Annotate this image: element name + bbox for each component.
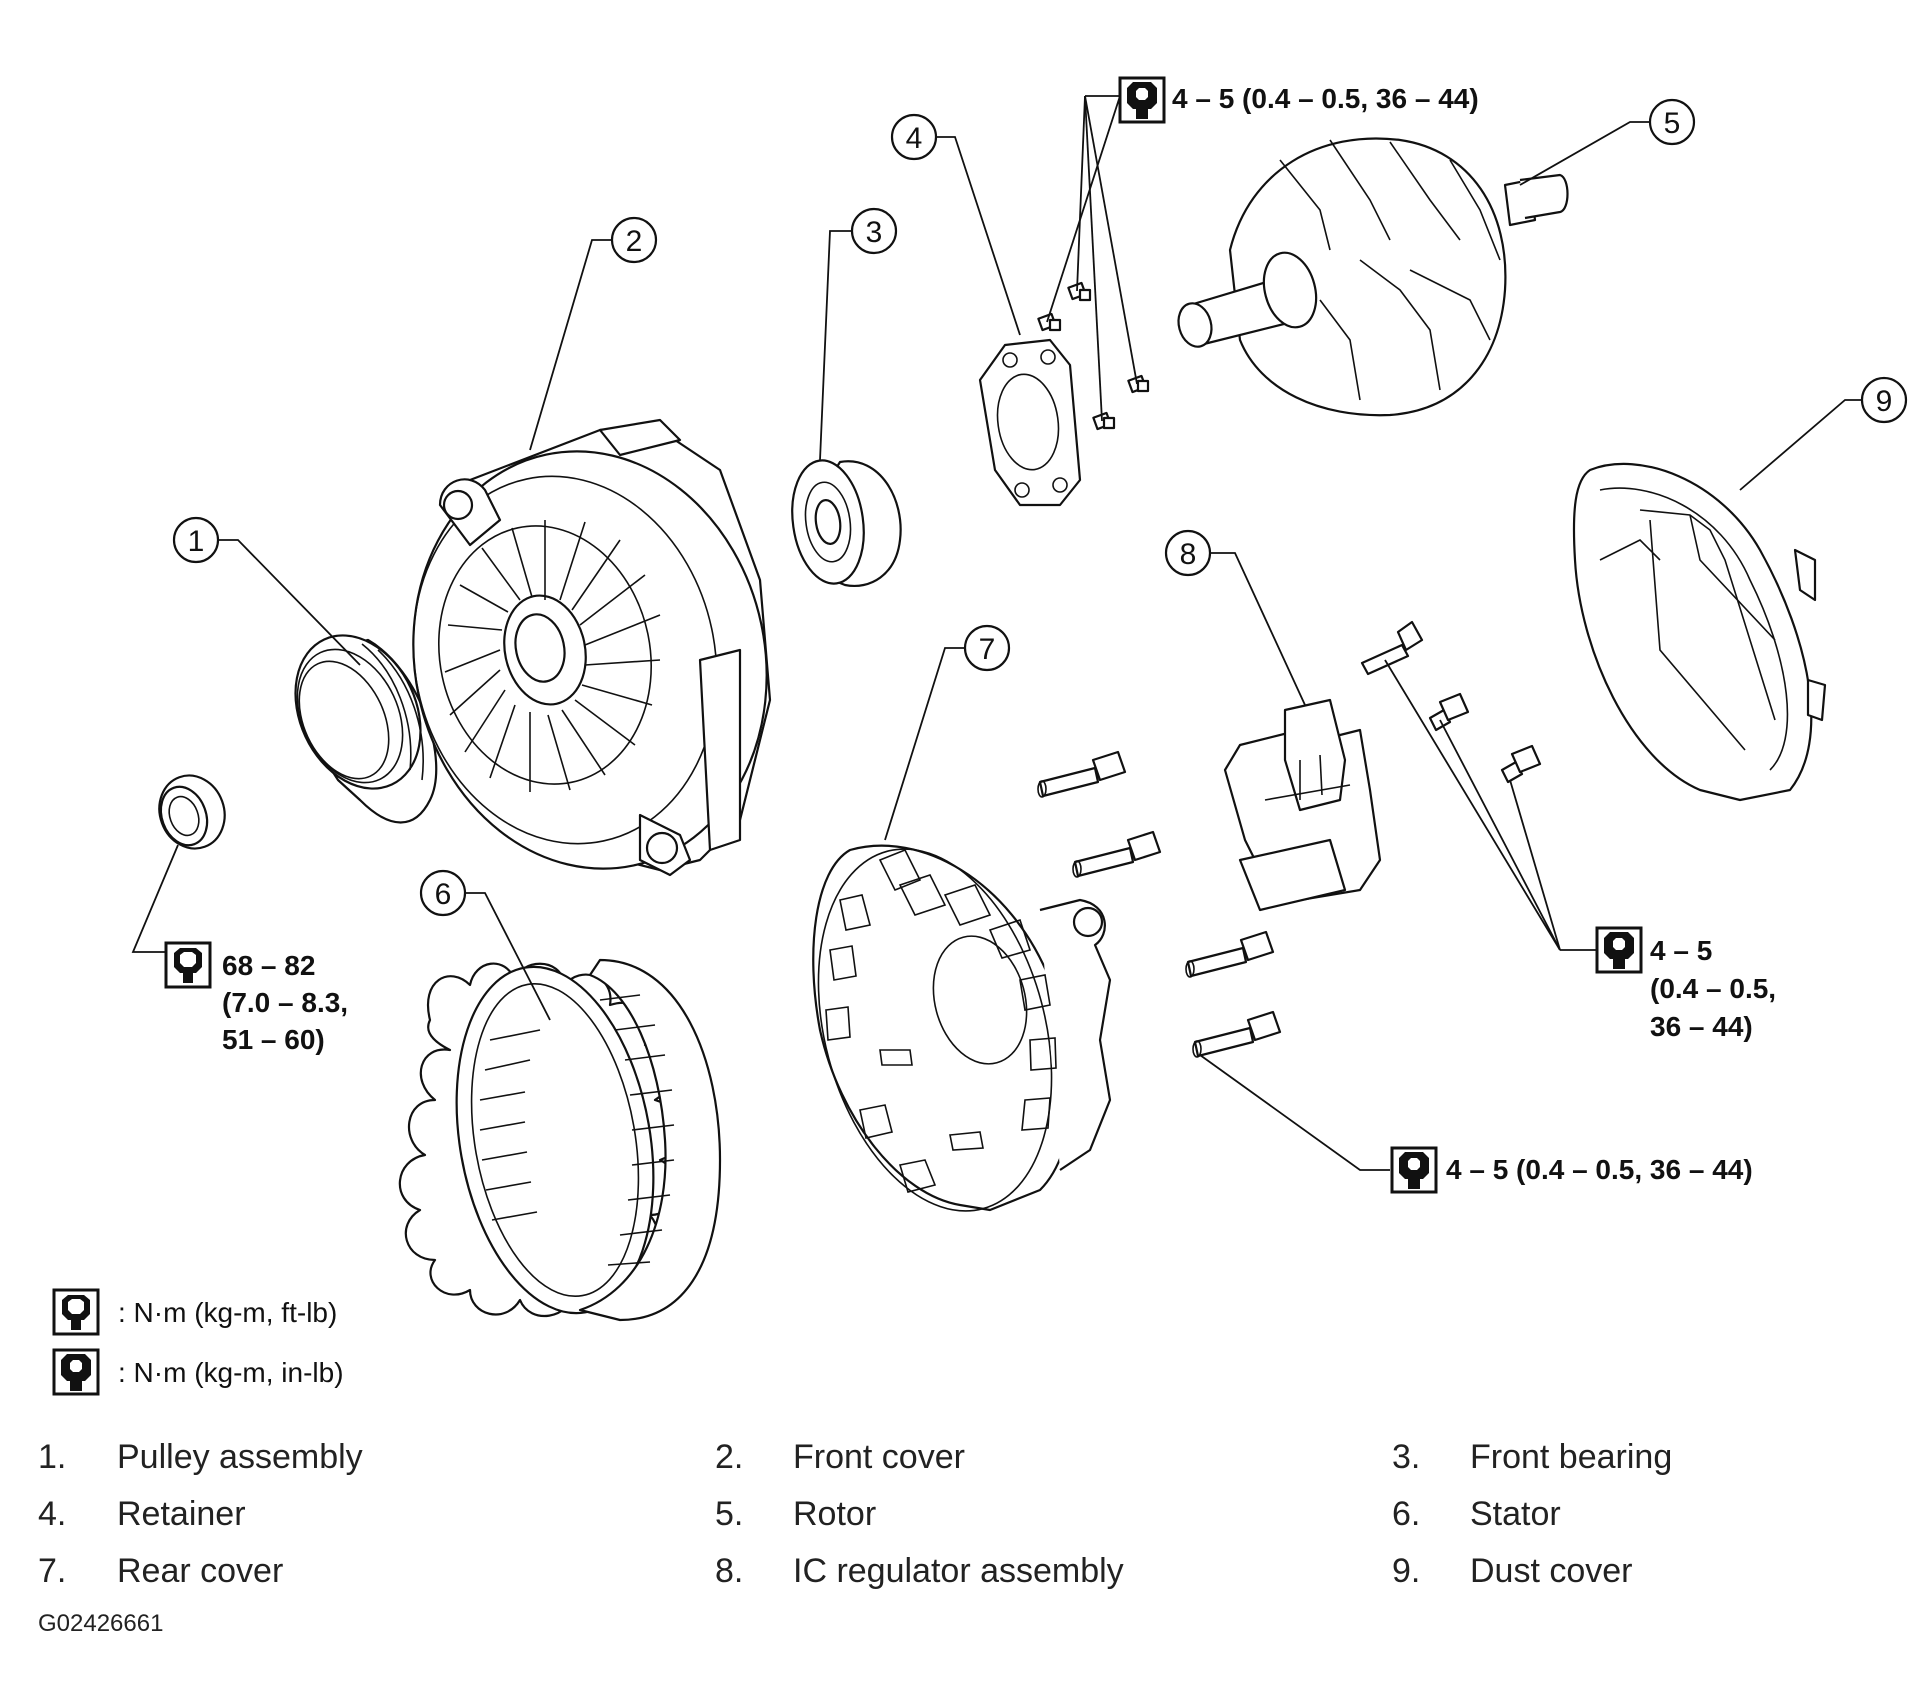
- svg-text:(7.0 – 8.3,: (7.0 – 8.3,: [222, 987, 348, 1018]
- ic-regulator-assembly: [1223, 698, 1382, 912]
- svg-text:4 – 5: 4 – 5: [1650, 935, 1712, 966]
- svg-text:4 – 5 (0.4 – 0.5, 36 – 44): 4 – 5 (0.4 – 0.5, 36 – 44): [1172, 83, 1479, 114]
- parts-list-item: 8. IC regulator assembly: [715, 1552, 1124, 1590]
- rear-cover: [812, 844, 1112, 1212]
- through-bolts: [1037, 750, 1282, 1058]
- callout-2: 2: [610, 216, 658, 264]
- open-torque-wrench-icon: [164, 941, 212, 989]
- filled-torque-wrench-icon: [1390, 1146, 1438, 1194]
- svg-text:Retainer: Retainer: [117, 1495, 246, 1533]
- torque-retainer-screws: 4 – 5 (0.4 – 0.5, 36 – 44): [1118, 76, 1479, 124]
- parts-list-item: 1. Pulley assembly: [38, 1438, 363, 1476]
- svg-text:(0.4 – 0.5,: (0.4 – 0.5,: [1650, 973, 1776, 1004]
- svg-text:4.: 4.: [38, 1495, 66, 1533]
- svg-text:3.: 3.: [1392, 1438, 1420, 1476]
- torque-through-bolts: 4 – 5 (0.4 – 0.5, 36 – 44): [1390, 1146, 1753, 1194]
- svg-text:IC regulator assembly: IC regulator assembly: [793, 1552, 1124, 1590]
- svg-text:1.: 1.: [38, 1438, 66, 1476]
- svg-text:Rotor: Rotor: [793, 1495, 876, 1533]
- svg-text:6: 6: [435, 878, 452, 911]
- svg-text:4: 4: [906, 122, 923, 155]
- leader-lines: [131, 95, 1862, 1171]
- svg-text:7: 7: [979, 633, 996, 666]
- svg-text:: N·m (kg-m, in-lb): : N·m (kg-m, in-lb): [118, 1357, 344, 1388]
- callout-8: 8: [1164, 529, 1212, 577]
- svg-text:7.: 7.: [38, 1552, 66, 1590]
- svg-text:68 – 82: 68 – 82: [222, 950, 315, 981]
- svg-text:2.: 2.: [715, 1438, 743, 1476]
- svg-text:Dust cover: Dust cover: [1470, 1552, 1633, 1590]
- filled-torque-wrench-icon: [52, 1348, 100, 1396]
- filled-torque-wrench-icon: [1595, 926, 1643, 974]
- dust-cover: [1572, 462, 1827, 802]
- parts-list-item: 9. Dust cover: [1392, 1552, 1633, 1590]
- parts-list: 1. Pulley assembly 2. Front cover 3. Front …: [38, 1438, 1672, 1590]
- callout-7: 7: [963, 624, 1011, 672]
- parts-list-item: 3. Front bearing: [1392, 1438, 1672, 1476]
- callout-4: 4: [890, 113, 938, 161]
- svg-text:Front cover: Front cover: [793, 1438, 965, 1476]
- svg-text:1: 1: [188, 525, 205, 558]
- svg-text:4 – 5 (0.4 – 0.5, 36 – 44): 4 – 5 (0.4 – 0.5, 36 – 44): [1446, 1154, 1753, 1185]
- retainer: [978, 338, 1082, 507]
- legend: : N·m (kg-m, ft-lb) : N·m (kg-m, in-lb): [52, 1288, 344, 1396]
- regulator-screws: [1360, 620, 1542, 784]
- svg-text:2: 2: [626, 225, 643, 258]
- filled-torque-wrench-icon: [1118, 76, 1166, 124]
- callout-3: 3: [850, 207, 898, 255]
- svg-text:5.: 5.: [715, 1495, 743, 1533]
- svg-text:: N·m (kg-m, ft-lb): : N·m (kg-m, ft-lb): [118, 1297, 337, 1328]
- svg-text:8.: 8.: [715, 1552, 743, 1590]
- parts-list-item: 2. Front cover: [715, 1438, 965, 1476]
- figure-id: G02426661: [38, 1610, 163, 1637]
- open-torque-wrench-icon: [52, 1288, 100, 1336]
- callout-1: 1: [172, 516, 220, 564]
- svg-text:9.: 9.: [1392, 1552, 1420, 1590]
- svg-text:6.: 6.: [1392, 1495, 1420, 1533]
- retainer-screws: [1037, 281, 1150, 431]
- svg-text:3: 3: [866, 216, 883, 249]
- svg-text:9: 9: [1876, 385, 1893, 418]
- parts-list-item: 5. Rotor: [715, 1495, 876, 1533]
- svg-text:Rear cover: Rear cover: [117, 1552, 283, 1590]
- svg-text:Pulley assembly: Pulley assembly: [117, 1438, 363, 1476]
- torque-pulley-nut: 68 – 82 (7.0 – 8.3, 51 – 60): [164, 941, 348, 1055]
- torque-regulator-screws: 4 – 5 (0.4 – 0.5, 36 – 44): [1595, 926, 1776, 1042]
- svg-text:5: 5: [1664, 107, 1681, 140]
- svg-text:Stator: Stator: [1470, 1495, 1561, 1533]
- svg-text:Front bearing: Front bearing: [1470, 1438, 1672, 1476]
- svg-text:8: 8: [1180, 538, 1197, 571]
- rotor: [1177, 137, 1569, 417]
- callout-9: 9: [1860, 376, 1908, 424]
- pulley-nut: [158, 774, 226, 850]
- front-bearing: [791, 459, 902, 587]
- stator: [398, 958, 722, 1322]
- front-cover: [412, 418, 772, 877]
- parts-list-item: 4. Retainer: [38, 1495, 246, 1533]
- callout-5: 5: [1648, 98, 1696, 146]
- parts-list-item: 7. Rear cover: [38, 1552, 283, 1590]
- parts-list-item: 6. Stator: [1392, 1495, 1561, 1533]
- pulley-assembly: [294, 634, 438, 824]
- callout-6: 6: [419, 869, 467, 917]
- svg-text:51 – 60): 51 – 60): [222, 1024, 325, 1055]
- svg-text:36 – 44): 36 – 44): [1650, 1011, 1753, 1042]
